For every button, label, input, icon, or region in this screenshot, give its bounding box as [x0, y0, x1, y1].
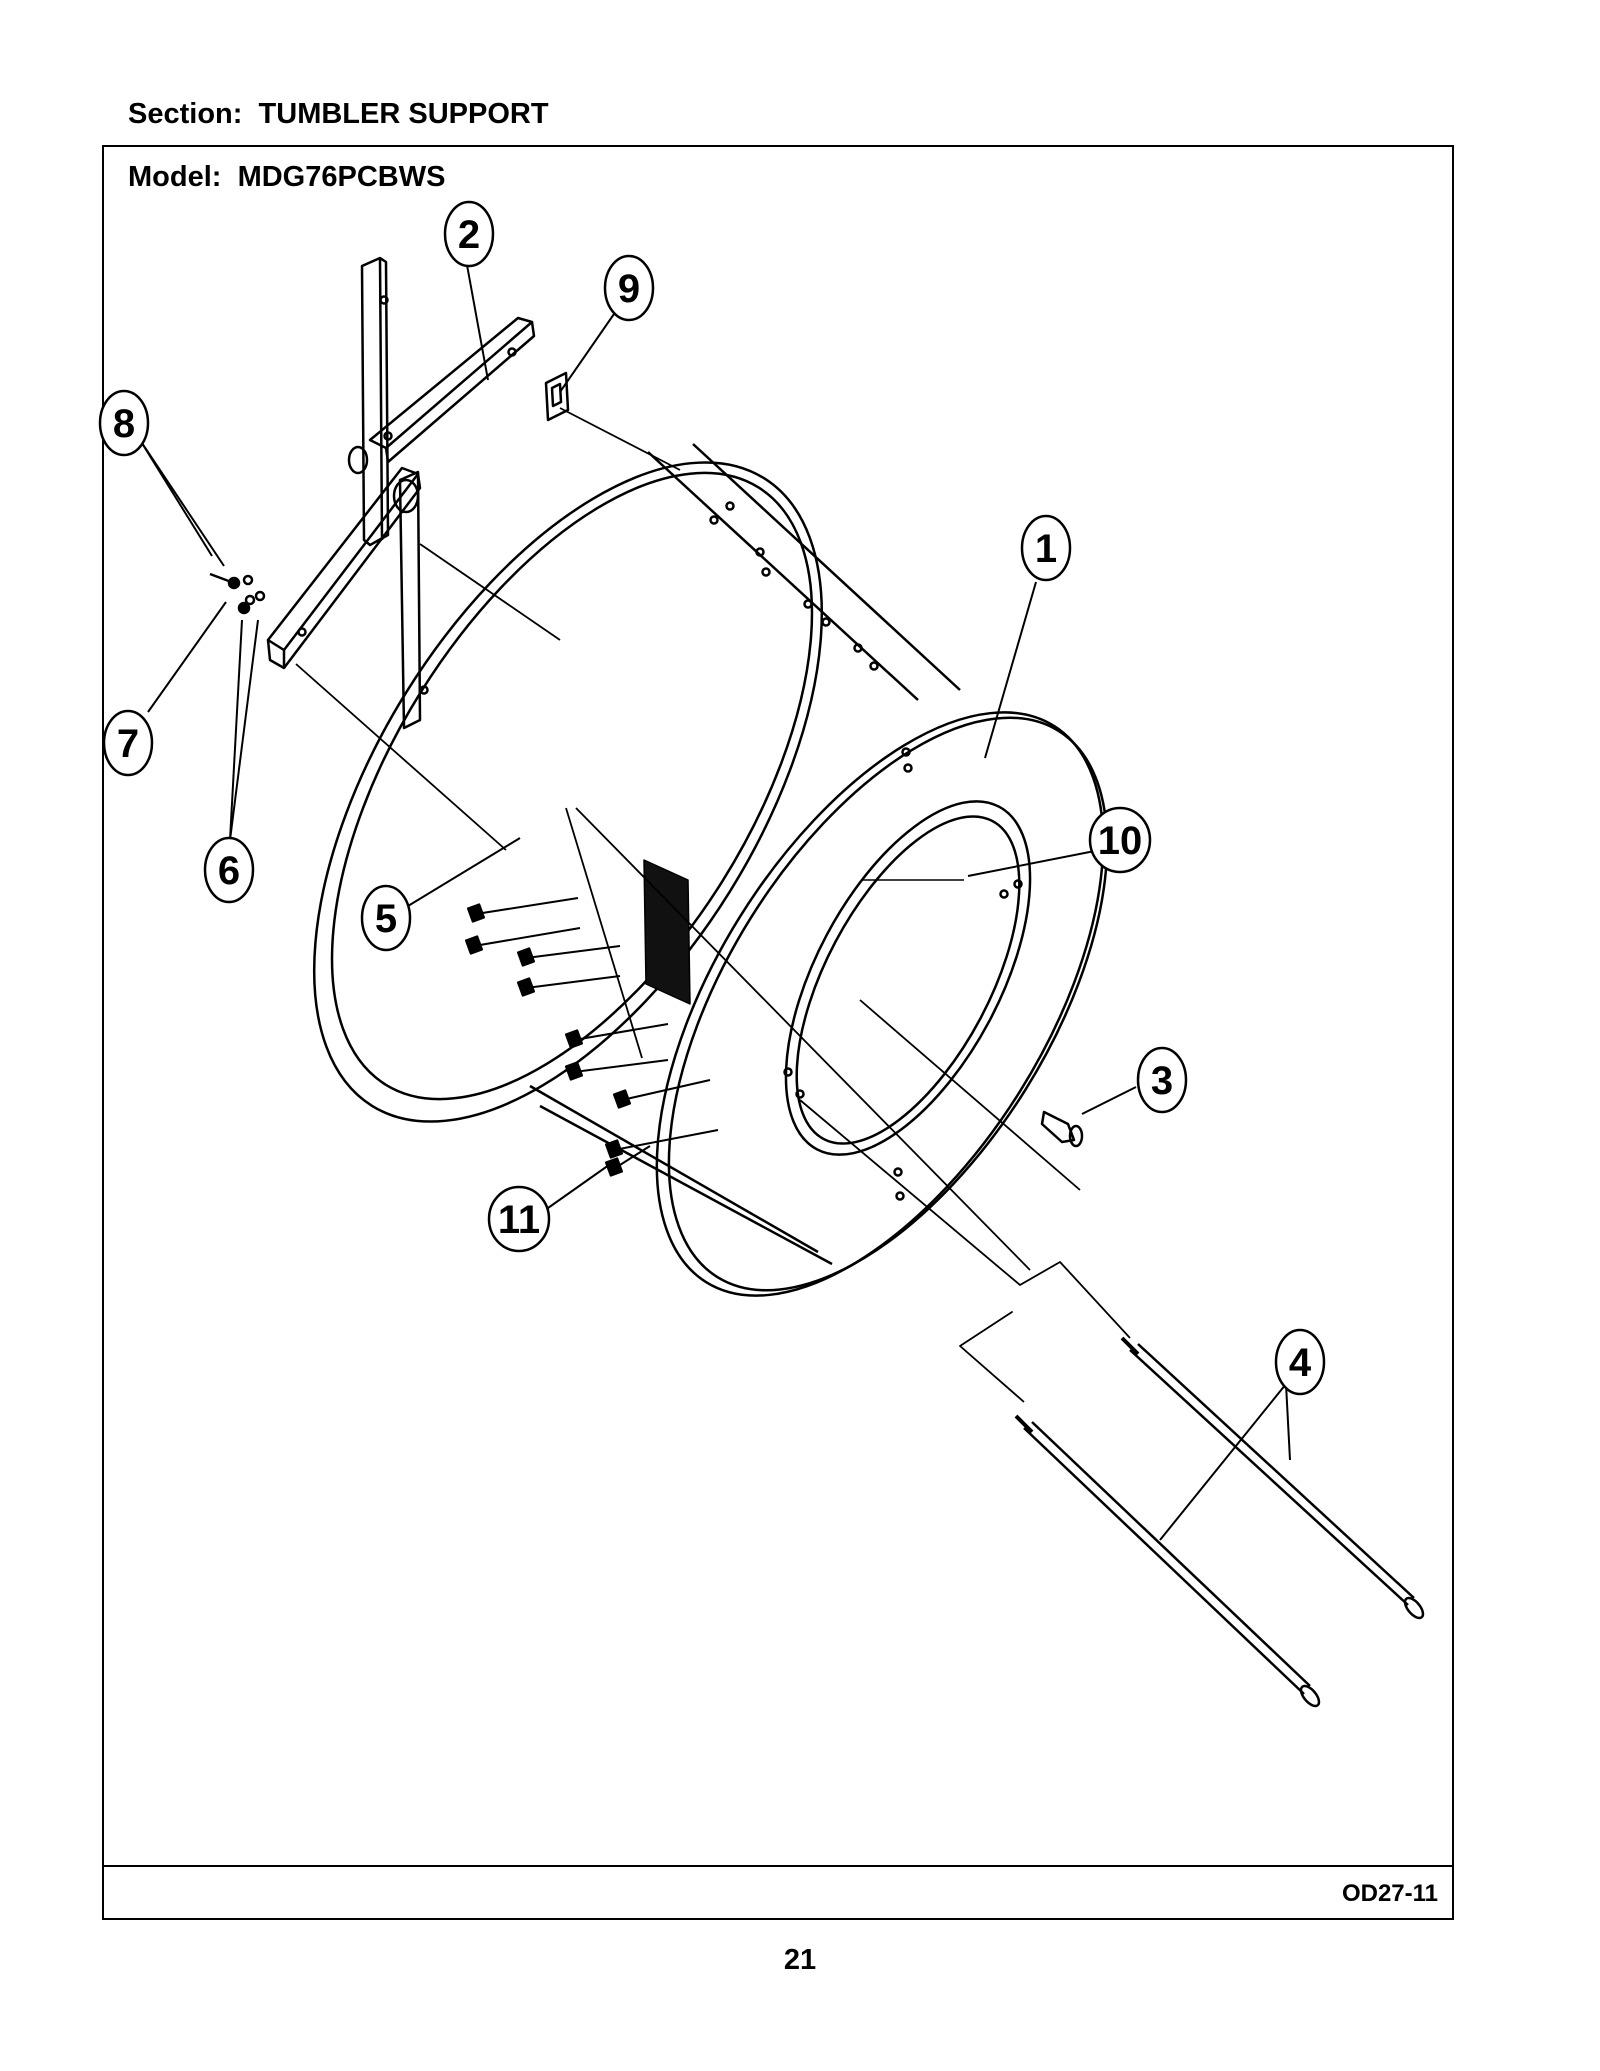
assembly-lines [295, 407, 1131, 1403]
svg-text:11: 11 [498, 1198, 540, 1242]
bracket [544, 371, 570, 422]
callout-9: 9 [603, 254, 655, 322]
svg-text:8: 8 [113, 402, 135, 446]
callout-1: 1 [1020, 514, 1072, 582]
section-label: Section: [128, 98, 243, 130]
callout-11: 11 [487, 1185, 551, 1253]
callout-2: 2 [443, 200, 495, 268]
nut-washer-set [209, 572, 266, 615]
callout-leaders [139, 264, 1291, 1541]
svg-text:1: 1 [1035, 527, 1057, 571]
drawing-code: OD27-11 [1341, 1880, 1438, 1907]
tie-rods [1014, 1336, 1425, 1708]
svg-text:7: 7 [117, 722, 139, 766]
support-frame [266, 256, 536, 730]
callout-3: 3 [1136, 1046, 1188, 1114]
model-title: Model: MDG76PCBWS [128, 161, 445, 194]
callout-8: 8 [98, 389, 150, 457]
footer-rule [104, 1865, 1452, 1867]
svg-text:10: 10 [1098, 819, 1143, 863]
drawing-frame: Model: MDG76PCBWS OD27-11 [102, 145, 1454, 1920]
model-label: Model: [128, 161, 222, 193]
callout-6: 6 [203, 836, 255, 904]
section-title: Section: TUMBLER SUPPORT [128, 98, 549, 131]
svg-text:9: 9 [618, 267, 640, 311]
model-name: MDG76PCBWS [237, 161, 446, 193]
svg-text:3: 3 [1151, 1059, 1173, 1103]
callout-7: 7 [102, 709, 154, 777]
svg-text:6: 6 [218, 849, 240, 893]
tumbler [312, 443, 1109, 1297]
screw [1040, 1110, 1084, 1148]
callout-5: 5 [360, 884, 412, 952]
vent-grid [643, 859, 691, 1005]
callout-4: 4 [1274, 1328, 1326, 1396]
page-number: 21 [783, 1944, 817, 1976]
svg-text:4: 4 [1289, 1341, 1312, 1385]
section-name: TUMBLER SUPPORT [258, 98, 549, 130]
callout-10: 10 [1088, 806, 1152, 874]
screw-set [464, 897, 719, 1177]
callout-balloons: 1 2 3 4 5 6 7 8 [98, 200, 1326, 1396]
svg-text:5: 5 [375, 897, 397, 941]
svg-text:2: 2 [458, 213, 480, 257]
